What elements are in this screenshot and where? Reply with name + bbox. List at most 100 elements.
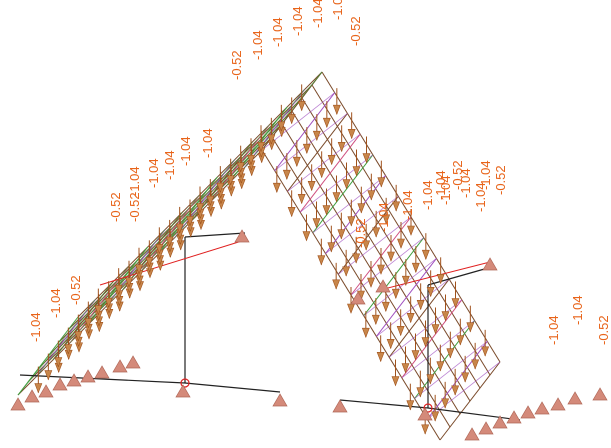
load-label: -1.04: [473, 182, 488, 212]
purlin-left: [104, 229, 166, 308]
arrow-head: [411, 350, 420, 361]
load-arrow: [362, 136, 371, 164]
arrow-head: [391, 376, 400, 387]
load-arrow: [54, 340, 63, 368]
brace-right: [401, 320, 475, 379]
brace-left: [17, 299, 96, 396]
arrow-head: [421, 249, 430, 260]
load-labels: -0.52-1.04-1.04-1.04-1.04-1.04-0.52-0.52…: [28, 0, 611, 345]
load-label: -1.04: [433, 170, 448, 200]
load-arrow: [312, 114, 321, 141]
purlin-right: [287, 113, 348, 192]
support: [94, 365, 110, 379]
arrow-head: [272, 182, 281, 193]
arrow-head: [446, 348, 455, 359]
support: [592, 387, 608, 401]
load-arrow: [401, 259, 410, 286]
support: [550, 397, 566, 411]
load-arrow: [322, 101, 331, 128]
arrow-head: [382, 214, 391, 225]
load-arrow: [292, 140, 301, 167]
purlin-left: [244, 89, 305, 168]
load-arrow: [282, 153, 291, 180]
arrow-head: [186, 216, 194, 227]
brace-right: [427, 361, 501, 420]
arrow-head: [371, 314, 380, 325]
purlin-right: [299, 133, 361, 213]
load-arrow: [436, 344, 445, 372]
purlin-right: [439, 361, 501, 441]
frame-member: [427, 267, 489, 286]
arrow-head: [342, 266, 351, 277]
purlin-right: [401, 299, 463, 379]
arrow-head: [421, 337, 430, 348]
load-arrow: [431, 394, 440, 422]
load-label: -1.04: [570, 295, 585, 325]
load-arrow: [104, 281, 113, 308]
tie-line-left: [99, 239, 246, 286]
arrow-head: [155, 244, 164, 255]
brace-left: [52, 264, 131, 361]
load-label: -1.04: [330, 0, 345, 20]
load-arrow: [125, 260, 133, 288]
arrow-head: [322, 117, 331, 128]
arrow-head: [84, 318, 93, 329]
load-arrow: [114, 268, 123, 295]
load-label: -0.52: [450, 160, 465, 190]
support: [125, 355, 141, 369]
load-arrow: [391, 272, 400, 299]
load-label: -1.04: [28, 312, 43, 342]
load-label: -1.04: [146, 158, 161, 188]
arrow-head: [381, 301, 390, 312]
arrow-head: [302, 231, 311, 242]
brace-right: [312, 175, 386, 234]
support: [66, 373, 82, 387]
arrow-head: [376, 352, 385, 363]
load-label: -0.52: [353, 218, 368, 248]
purlin-right: [376, 258, 437, 337]
support: [464, 427, 480, 441]
load-arrow: [94, 288, 103, 316]
load-arrow: [367, 173, 376, 201]
supports: [10, 229, 608, 441]
arrow-head: [292, 156, 301, 167]
purlin-left: [174, 159, 236, 238]
load-arrow: [362, 223, 371, 251]
purlin-right: [363, 237, 425, 317]
arrow-head: [125, 277, 133, 288]
support: [478, 421, 494, 435]
arrow-head: [436, 274, 445, 285]
purlin-right: [337, 195, 399, 275]
support: [534, 401, 550, 415]
arrow-head: [411, 262, 420, 273]
arrow-head: [94, 305, 103, 316]
load-label: -1.04: [546, 315, 561, 345]
load-arrow: [377, 160, 386, 188]
arrow-head: [367, 277, 375, 288]
load-arrow: [441, 294, 450, 322]
arrow-head: [352, 253, 361, 264]
load-label: -0.52: [348, 16, 363, 46]
load-arrow: [451, 281, 460, 309]
load-arrow: [376, 335, 385, 363]
load-arrow: [155, 227, 164, 255]
arrow-head: [431, 411, 440, 422]
load-arrow: [332, 262, 341, 290]
arrow-head: [317, 255, 326, 266]
arrow-head: [54, 357, 63, 368]
arrow-head: [236, 162, 245, 173]
load-arrow: [337, 125, 346, 153]
load-arrow: [481, 329, 490, 357]
frame-member: [184, 232, 246, 238]
support: [38, 384, 54, 398]
purlin-right: [426, 340, 488, 420]
load-arrow: [367, 261, 375, 288]
support: [234, 229, 250, 243]
arrow-head: [297, 101, 306, 112]
support: [520, 405, 536, 419]
load-arrow: [416, 283, 425, 311]
load-label: -0.52: [229, 50, 244, 80]
brace-right: [350, 237, 424, 296]
support: [492, 415, 508, 429]
